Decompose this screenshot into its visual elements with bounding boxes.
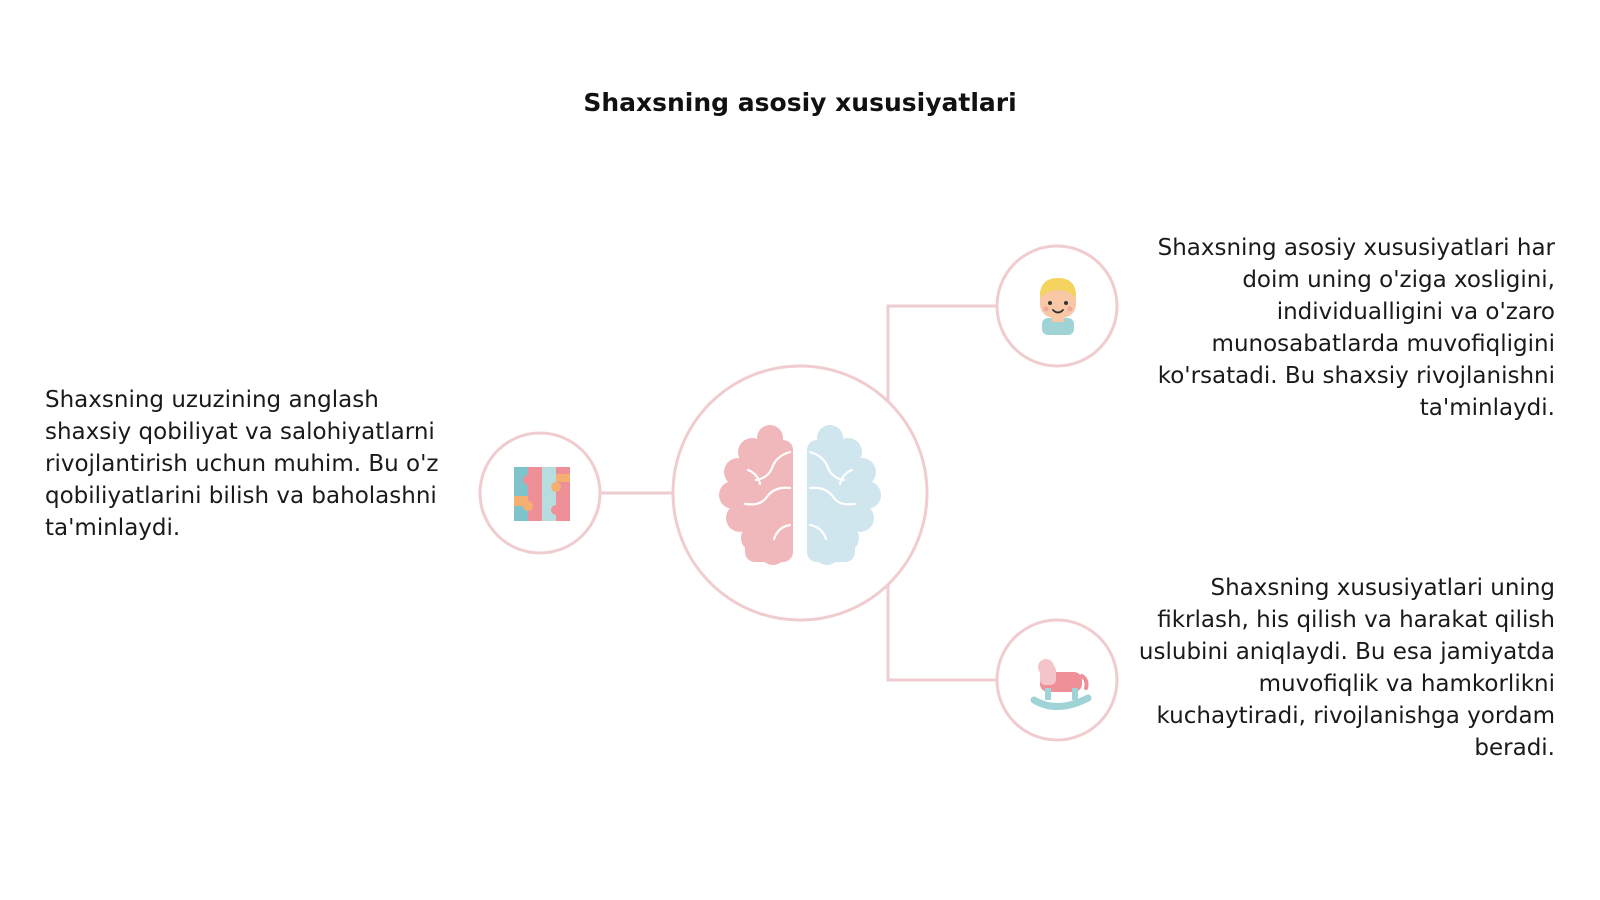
puzzle-icon xyxy=(514,467,570,521)
brain-icon xyxy=(719,425,881,566)
left-description: Shaxsning uzuzining anglash shaxsiy qobi… xyxy=(45,387,439,541)
center-node xyxy=(671,364,929,622)
connector-lines xyxy=(600,304,997,682)
connector-right-top xyxy=(886,304,997,402)
page-title: Shaxsning asosiy xususiyatlari xyxy=(583,88,1017,117)
right-bottom-description: Shaxsning xususiyatlari uning fikrlash, … xyxy=(1138,575,1555,761)
left-node xyxy=(478,431,602,555)
child-face-icon xyxy=(1040,278,1076,335)
rocking-horse-icon xyxy=(1030,659,1092,710)
right-bottom-node xyxy=(995,618,1119,742)
right-top-node xyxy=(995,244,1119,368)
right-top-description: Shaxsning asosiy xususiyatlari har doim … xyxy=(1157,235,1555,421)
connector-right-bottom xyxy=(886,584,997,682)
